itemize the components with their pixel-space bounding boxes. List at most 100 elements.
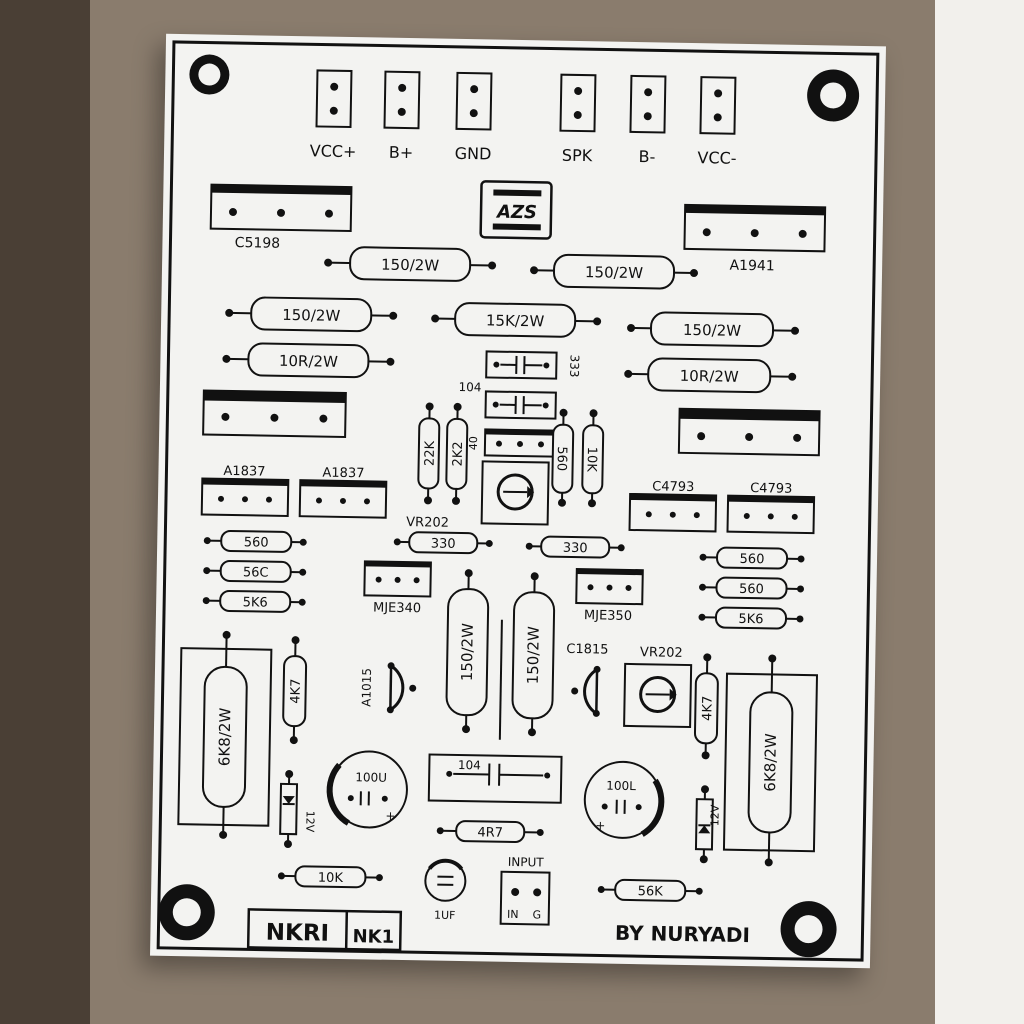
- label-g: G: [532, 908, 541, 921]
- label-r150c: 150/2W: [282, 306, 341, 325]
- label-r4k7a: 4K7: [288, 678, 303, 703]
- mounting-hole-tr: [807, 69, 860, 122]
- connector-vcc-plus: VCC+: [310, 69, 357, 161]
- label-r330b: 330: [563, 541, 588, 556]
- resistor-10k-vert: 10K: [581, 409, 605, 508]
- label-r6k8a: 6K8/2W: [215, 707, 234, 766]
- label-r150v2: 150/2W: [524, 626, 543, 685]
- label-r22k: 22K: [423, 440, 438, 466]
- connector-gnd: GND: [455, 71, 493, 163]
- label-r150v1: 150/2W: [458, 623, 477, 682]
- label-r10kv: 10K: [584, 447, 599, 473]
- resistor-56c: 56C: [203, 559, 307, 583]
- mounting-hole-tl: [189, 54, 230, 95]
- electrolytic-100l: 100L +: [583, 760, 665, 839]
- capacitor-1uf: 1UF: [424, 858, 467, 922]
- resistor-2k2: 2K2: [445, 402, 469, 505]
- label-e100a: 100U: [355, 770, 387, 785]
- plus-mark-a: +: [385, 809, 395, 823]
- transistor-mje350: MJE350: [575, 568, 644, 624]
- label-r150a: 150/2W: [381, 256, 440, 275]
- label-c1uf: 1UF: [434, 909, 456, 922]
- resistor-560-c: 560: [699, 576, 805, 600]
- label-r10ra: 10R/2W: [279, 352, 338, 371]
- label-a1015: A1015: [359, 668, 374, 707]
- transistor-a1837-b: A1837: [298, 466, 388, 519]
- connector-vcc-minus: VCC-: [697, 76, 737, 168]
- zener-12v-b: 12V: [694, 785, 722, 864]
- logo-text: AZS: [495, 202, 537, 224]
- zener-12v-a: 12V: [279, 770, 317, 849]
- label-r560v: 560: [554, 446, 569, 471]
- resistor-15k-2w: 15K/2W: [431, 302, 602, 338]
- resistor-560-a: 560: [203, 529, 307, 553]
- label-vcc-plus: VCC+: [310, 141, 357, 161]
- label-r5k6a: 5K6: [243, 595, 268, 610]
- trimmer-vr202-a: VR202: [406, 460, 550, 531]
- label-r15k: 15K/2W: [486, 311, 545, 330]
- label-r4r7: 4R7: [477, 825, 503, 840]
- mounting-hole-br: [780, 901, 837, 958]
- transistor-mje340: MJE340: [363, 560, 432, 616]
- resistor-150-2w-vert-b: 150/2W: [511, 572, 556, 737]
- label-r2k2: 2K2: [451, 441, 466, 466]
- azs-logo: AZS: [479, 180, 553, 240]
- transistor-right-mid: [677, 407, 821, 457]
- author-credit: BY NURYADI: [615, 921, 750, 947]
- label-r150d: 150/2W: [683, 321, 742, 340]
- board-title: NKRI NK1: [246, 908, 403, 952]
- label-b-minus: B-: [638, 147, 655, 166]
- resistor-56k-bottom: 56K: [597, 878, 703, 902]
- label-vcc-minus: VCC-: [697, 148, 736, 168]
- label-input: INPUT: [508, 855, 545, 870]
- jumper-wire: [498, 619, 503, 740]
- label-r330a: 330: [431, 536, 456, 551]
- label-c4793a: C4793: [652, 479, 694, 495]
- label-r560c: 560: [739, 582, 764, 597]
- label-a1837b: A1837: [322, 466, 364, 482]
- resistor-150-2w-c: 150/2W: [225, 296, 398, 333]
- pcb-layout: VCC+ B+ GND SPK B- VCC- AZS C5198: [156, 40, 880, 962]
- label-r56ca: 56C: [243, 565, 269, 580]
- resistor-150-2w-vert-a: 150/2W: [445, 569, 490, 734]
- label-vr202b: VR202: [640, 645, 683, 661]
- capacitor-104-b: 104: [427, 753, 563, 804]
- connector-b-plus: B+: [383, 70, 421, 162]
- label-a1837a: A1837: [223, 464, 265, 480]
- label-r10rb: 10R/2W: [680, 367, 739, 386]
- label-r6k8b: 6K8/2W: [761, 733, 780, 792]
- resistor-4r7: 4R7: [436, 820, 544, 844]
- label-r560a: 560: [244, 535, 269, 550]
- label-c333: 333: [567, 354, 581, 377]
- transistor-40: 40: [467, 428, 557, 458]
- transistor-left-mid: [202, 389, 347, 438]
- resistor-10k-bottom: 10K: [277, 865, 383, 889]
- label-r10kb: 10K: [318, 871, 344, 886]
- label-c5198: C5198: [235, 235, 281, 252]
- transistor-c5198: C5198: [209, 183, 353, 252]
- resistor-150-2w-b: 150/2W: [530, 253, 699, 290]
- transistor-a1015: A1015: [359, 662, 417, 714]
- resistor-5k6-a: 5K6: [202, 589, 306, 613]
- label-r560b: 560: [739, 552, 764, 567]
- transistor-c4793-a: C4793: [628, 479, 718, 533]
- label-z12a: 12V: [303, 811, 316, 833]
- trimmer-vr202-b: VR202: [623, 645, 693, 729]
- label-in: IN: [507, 908, 519, 921]
- label-c4793b: C4793: [750, 481, 792, 497]
- resistor-5k6-b: 5K6: [698, 606, 804, 630]
- resistor-10r-2w-b: 10R/2W: [624, 357, 797, 394]
- label-vr202a: VR202: [406, 515, 449, 531]
- resistor-330-b: 330: [525, 535, 625, 559]
- resistor-6k8-2w-a: 6K8/2W: [177, 630, 273, 839]
- label-r150b: 150/2W: [585, 263, 644, 282]
- label-mje350: MJE350: [584, 608, 632, 624]
- label-c104b: 104: [458, 758, 481, 772]
- label-b-plus: B+: [389, 143, 414, 162]
- capacitor-104-a: 104: [458, 380, 557, 420]
- resistor-10r-2w-a: 10R/2W: [222, 342, 395, 379]
- label-mje340: MJE340: [373, 600, 421, 616]
- label-r4k7b: 4K7: [700, 696, 715, 721]
- electrolytic-100u: 100U +: [326, 750, 408, 829]
- connector-b-minus: B-: [629, 74, 667, 166]
